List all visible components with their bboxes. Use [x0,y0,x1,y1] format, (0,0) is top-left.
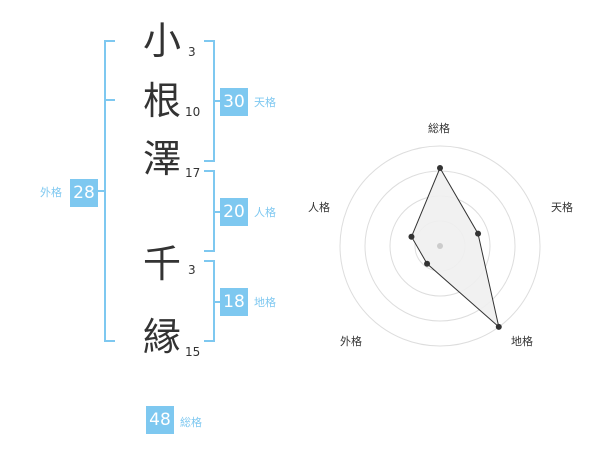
radar-point-0 [437,165,443,171]
chikaku-label: 地格 [254,296,276,309]
name-char-2: 根 [143,79,182,123]
name-char-3: 澤 [143,137,182,181]
chikaku-connector [215,301,221,303]
radar-label-soukaku: 総格 [428,122,450,135]
jinkaku-label: 人格 [254,206,276,219]
radar-point-2 [495,323,502,330]
gaikaku-tick-upper [104,99,115,101]
radar-ring [339,145,541,347]
stroke-count-3: 17 [185,166,201,180]
soukaku-value: 48 [146,406,174,434]
stroke-count-4: 3 [188,263,196,277]
name-char-4: 千 [143,242,182,286]
name-char-1: 小 [143,19,182,63]
radar-point-1 [475,230,482,237]
gaikaku-value: 28 [70,179,98,207]
radar-label-gaikaku: 外格 [340,335,362,348]
tenkaku-value: 30 [220,88,248,116]
name-char-5: 縁 [143,315,182,359]
gaikaku-label: 外格 [40,186,62,199]
radar-point-3 [424,260,431,267]
jinkaku-bracket [204,170,215,252]
radar-polygon [410,166,500,329]
radar-label-chikaku: 地格 [511,335,533,348]
radar-label-tenkaku: 天格 [551,201,573,214]
gaikaku-bracket [104,40,115,342]
jinkaku-value: 20 [220,198,248,226]
radar-point-4 [408,233,415,240]
gaikaku-connector [98,190,105,192]
radar-label-jinkaku: 人格 [308,201,330,214]
tenkaku-bracket [204,40,215,162]
tenkaku-connector [215,100,221,102]
tenkaku-label: 天格 [254,96,276,109]
jinkaku-connector [215,211,221,213]
radar-center-dot [437,243,443,249]
chikaku-bracket [204,260,215,342]
chikaku-value: 18 [220,288,248,316]
soukaku-label: 総格 [180,416,202,429]
stroke-count-5: 15 [185,345,201,359]
stroke-count-1: 3 [188,45,196,59]
stroke-count-2: 10 [185,105,201,119]
